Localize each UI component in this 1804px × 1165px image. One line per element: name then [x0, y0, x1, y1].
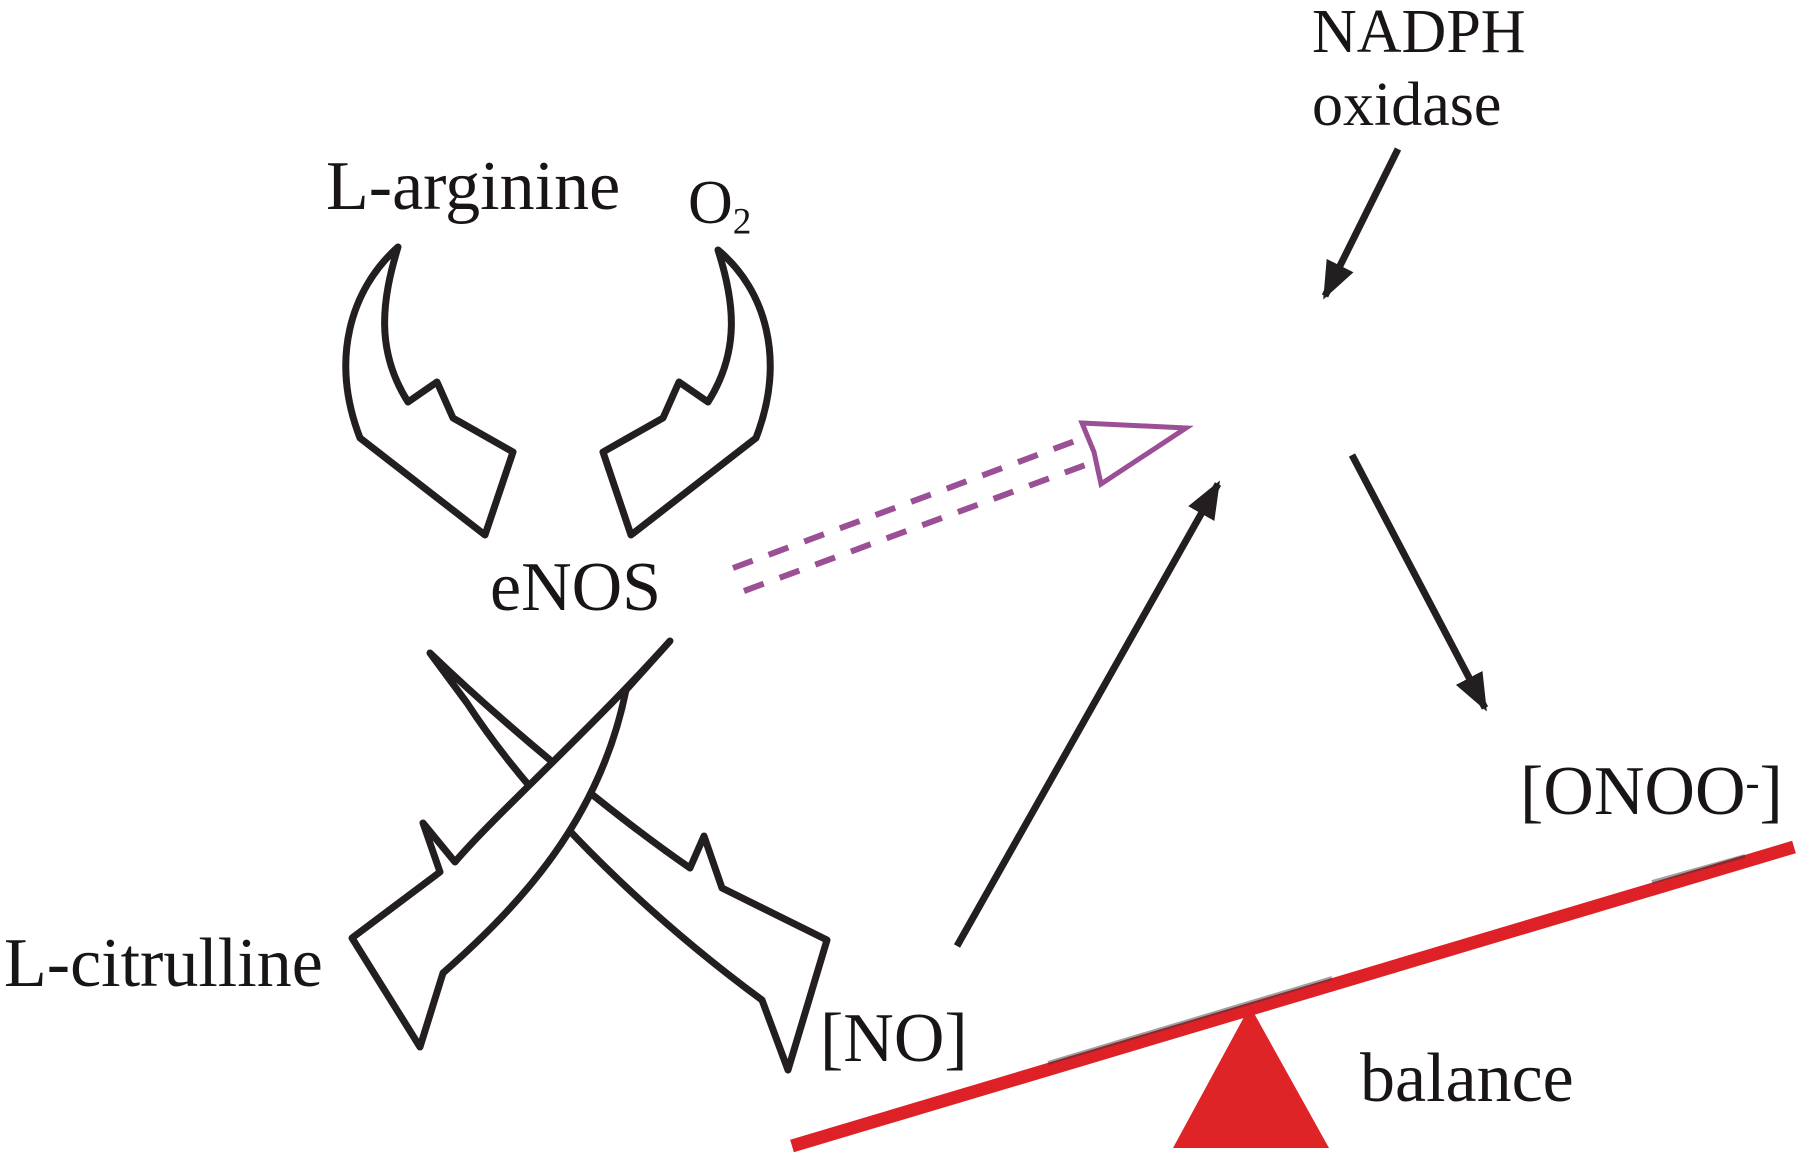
- arrow-l-arginine-to-enos-icon: [342, 243, 517, 539]
- label-o2-subscript: 2: [732, 201, 752, 243]
- label-no: [NO]: [820, 1000, 968, 1077]
- arrow-no-to-reaction-icon: [953, 480, 1222, 948]
- arrow-enos-uncoupling-dashed-icon: [731, 420, 1194, 594]
- label-nadph-oxidase: NADPH oxidase: [1312, 0, 1526, 142]
- arrow-enos-to-l-citrulline-icon: [348, 637, 674, 1051]
- balance-beam-shadow-2: [1651, 854, 1746, 884]
- balance-beam-shadow-1: [1047, 976, 1333, 1065]
- balance-beam: [790, 840, 1796, 1153]
- label-onoo-superscript: -: [1745, 760, 1760, 807]
- label-onoo: [ONOO-]: [1520, 753, 1783, 830]
- label-nadph-line2: oxidase: [1312, 71, 1502, 140]
- label-enos: eNOS: [490, 549, 662, 626]
- arrow-nadph-oxidase-down-icon: [1321, 147, 1402, 300]
- label-l-arginine: L-arginine: [326, 148, 621, 225]
- balance-fulcrum-triangle: [1173, 1006, 1329, 1148]
- arrow-o2-to-enos-icon: [599, 246, 774, 539]
- label-o2: O2: [688, 169, 752, 243]
- label-nadph-line1: NADPH: [1312, 0, 1526, 66]
- arrow-reaction-to-onoo-icon: [1348, 453, 1489, 712]
- label-balance: balance: [1360, 1040, 1574, 1117]
- label-l-citrulline: L-citrulline: [4, 925, 323, 1002]
